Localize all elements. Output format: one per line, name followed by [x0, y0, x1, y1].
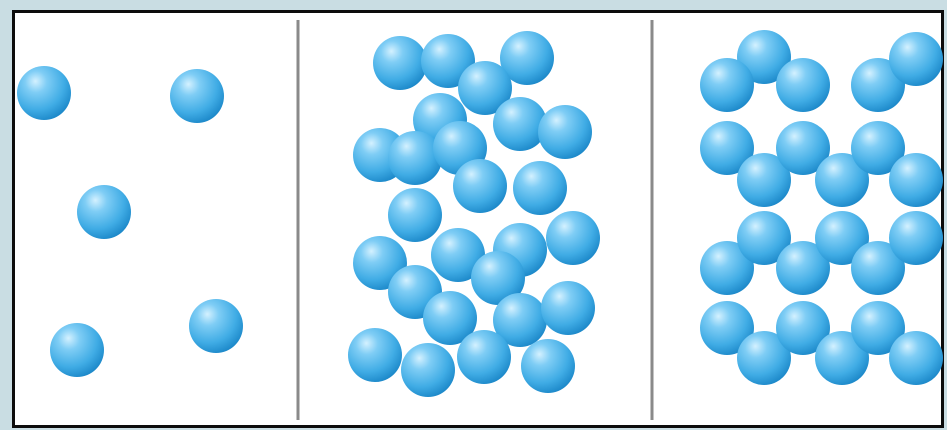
liquid-particle — [388, 188, 442, 242]
liquid-particle — [521, 339, 575, 393]
liquid-particle — [493, 97, 547, 151]
solid-particle — [776, 58, 830, 112]
liquid-particle — [546, 211, 600, 265]
liquid-particle — [388, 131, 442, 185]
solid-particle — [889, 153, 943, 207]
gas-particle — [50, 323, 104, 377]
solid-particle — [889, 32, 943, 86]
liquid-particle — [373, 36, 427, 90]
liquid-particle — [348, 328, 402, 382]
solid-particle — [700, 58, 754, 112]
liquid-particle — [541, 281, 595, 335]
liquid-panel — [348, 31, 600, 397]
liquid-particle — [457, 330, 511, 384]
liquid-particle — [538, 105, 592, 159]
liquid-particle — [401, 343, 455, 397]
liquid-particle — [453, 159, 507, 213]
solid-particle — [889, 331, 943, 385]
solid-panel — [700, 30, 943, 385]
gas-particle — [170, 69, 224, 123]
gas-particle — [189, 299, 243, 353]
gas-particle — [17, 66, 71, 120]
solid-particle — [889, 211, 943, 265]
gas-panel — [17, 66, 243, 377]
gas-particle — [77, 185, 131, 239]
liquid-particle — [513, 161, 567, 215]
